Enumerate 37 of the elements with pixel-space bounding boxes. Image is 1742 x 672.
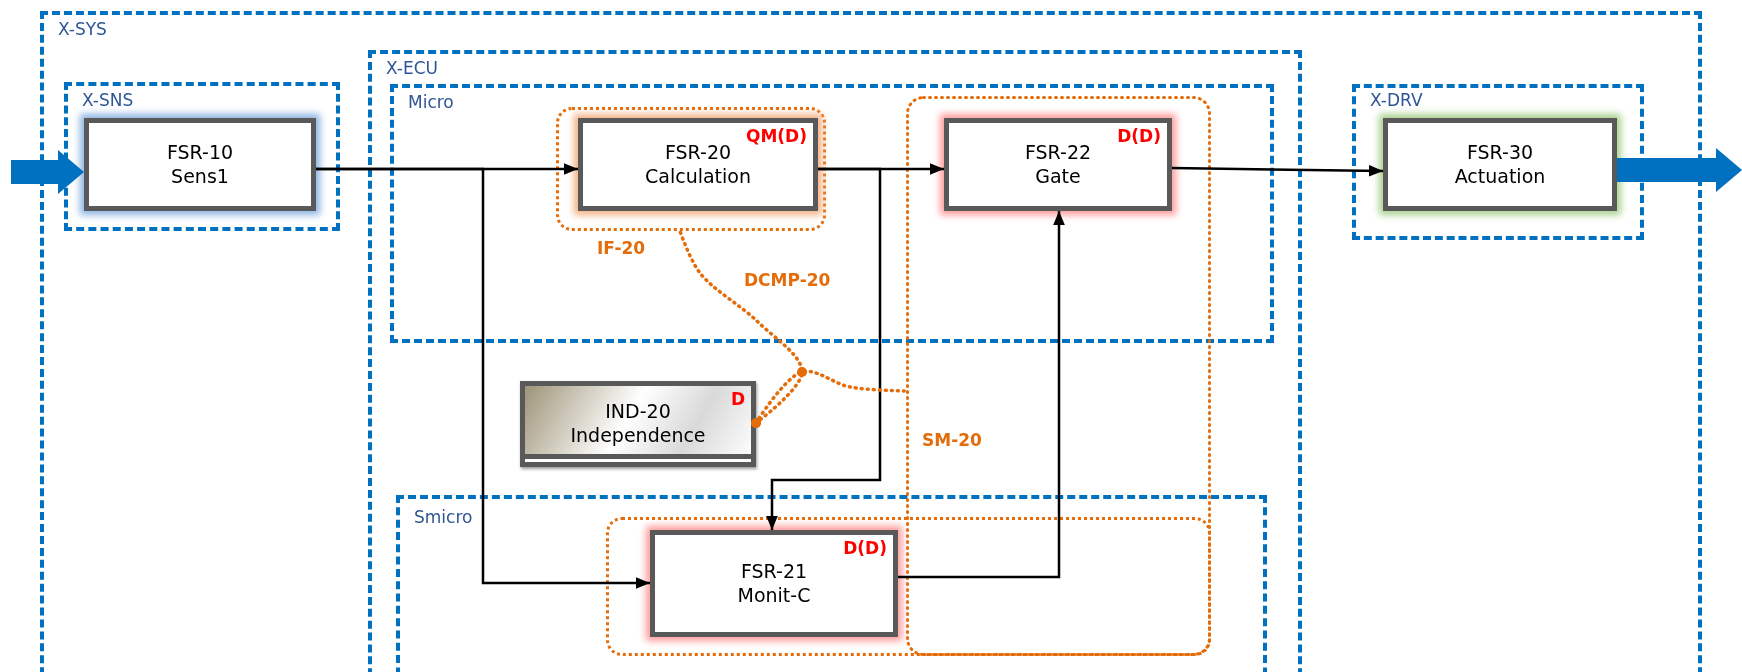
process-box	[650, 530, 898, 637]
box-label: FSR-30 Actuation	[1453, 140, 1547, 189]
arrow	[1172, 164, 1383, 177]
process-box	[84, 118, 316, 211]
process-box	[578, 118, 818, 211]
process-box	[1383, 118, 1617, 211]
box-label: IND-20 Independence	[569, 400, 707, 448]
boundary-box	[396, 495, 1267, 672]
dependency-line	[751, 369, 908, 428]
integrity-tag: D	[730, 389, 745, 409]
boundary-label: X-ECU	[386, 58, 438, 78]
arrow	[316, 167, 650, 589]
boundary-label: X-SYS	[58, 19, 107, 39]
boundary-label: X-SNS	[82, 90, 134, 110]
integrity-tag: QM(D)	[745, 126, 807, 146]
dotted-group-outline	[606, 517, 1211, 656]
boundary-label: X-DRV	[1370, 90, 1423, 110]
process-box	[520, 381, 756, 467]
process-box	[944, 118, 1172, 211]
box-label: FSR-10 Sens1	[165, 140, 235, 189]
boundary-label: Smicro	[414, 507, 473, 527]
boundary-box	[1352, 84, 1644, 240]
box-label: FSR-22 Gate	[1023, 140, 1093, 189]
box-label: FSR-21 Monit-C	[736, 559, 812, 608]
group-label: IF-20	[597, 238, 646, 258]
boundary-box	[390, 84, 1274, 343]
flow-arrow	[11, 150, 84, 194]
boundary-label: Micro	[408, 92, 454, 112]
arrow	[766, 167, 882, 530]
flow-arrow	[1617, 148, 1742, 192]
boundary-box	[40, 11, 1702, 672]
integrity-tag: D(D)	[1117, 126, 1161, 146]
region-label: SM-20	[922, 430, 982, 450]
integrity-tag: D(D)	[843, 538, 887, 558]
arrow	[898, 211, 1065, 579]
boundary-box	[64, 82, 340, 231]
boundary-box	[368, 50, 1302, 672]
